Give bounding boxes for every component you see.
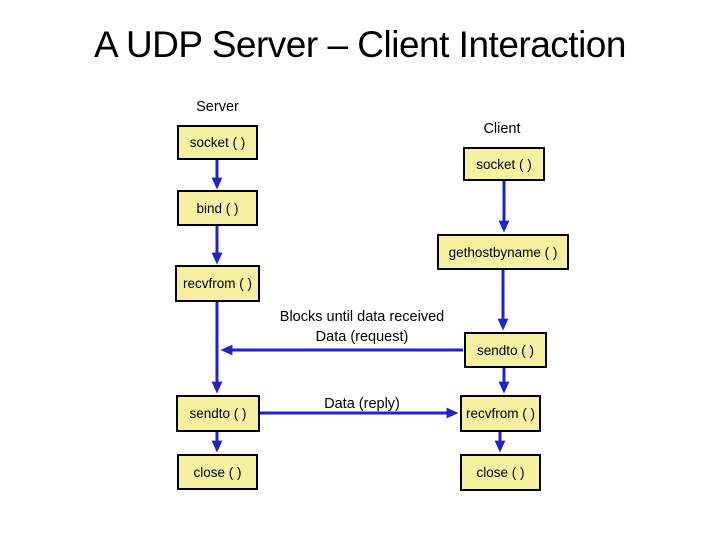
server-bind-box: bind ( ) bbox=[177, 190, 258, 226]
server-close-box: close ( ) bbox=[177, 454, 258, 490]
client-socket-box: socket ( ) bbox=[463, 147, 545, 181]
server-sendto-box: sendto ( ) bbox=[176, 395, 260, 432]
server-socket-label: socket ( ) bbox=[189, 135, 246, 150]
client-sendto-box: sendto ( ) bbox=[464, 332, 547, 368]
blocks-note-text: Blocks until data received bbox=[279, 309, 445, 325]
slide-title: A UDP Server – Client Interaction bbox=[94, 24, 626, 65]
client-gethostbyname-label: gethostbyname ( ) bbox=[448, 244, 558, 260]
server-column-label: Server bbox=[196, 99, 239, 115]
server-socket-box: socket ( ) bbox=[177, 125, 258, 160]
server-bind-label: bind ( ) bbox=[196, 200, 239, 216]
server-close-label: close ( ) bbox=[193, 464, 242, 480]
server-recvfrom-label: recvfrom ( ) bbox=[183, 276, 252, 291]
client-gethostbyname-box: gethostbyname ( ) bbox=[437, 234, 569, 270]
client-recvfrom-label: recvfrom ( ) bbox=[466, 406, 535, 421]
client-column-label: Client bbox=[483, 121, 521, 137]
client-recvfrom-box: recvfrom ( ) bbox=[460, 395, 541, 432]
reply-annotation: Data (reply) bbox=[312, 394, 412, 414]
server-recvfrom-box: recvfrom ( ) bbox=[175, 265, 260, 302]
request-label-text: Data (request) bbox=[315, 329, 409, 345]
client-close-box: close ( ) bbox=[460, 454, 541, 491]
request-annotation: Blocks until data received Data (request… bbox=[262, 307, 462, 347]
server-sendto-label: sendto ( ) bbox=[189, 406, 247, 421]
client-sendto-label: sendto ( ) bbox=[476, 342, 535, 358]
reply-label-text: Data (reply) bbox=[324, 396, 400, 412]
client-close-label: close ( ) bbox=[476, 465, 525, 480]
client-socket-label: socket ( ) bbox=[476, 156, 532, 172]
